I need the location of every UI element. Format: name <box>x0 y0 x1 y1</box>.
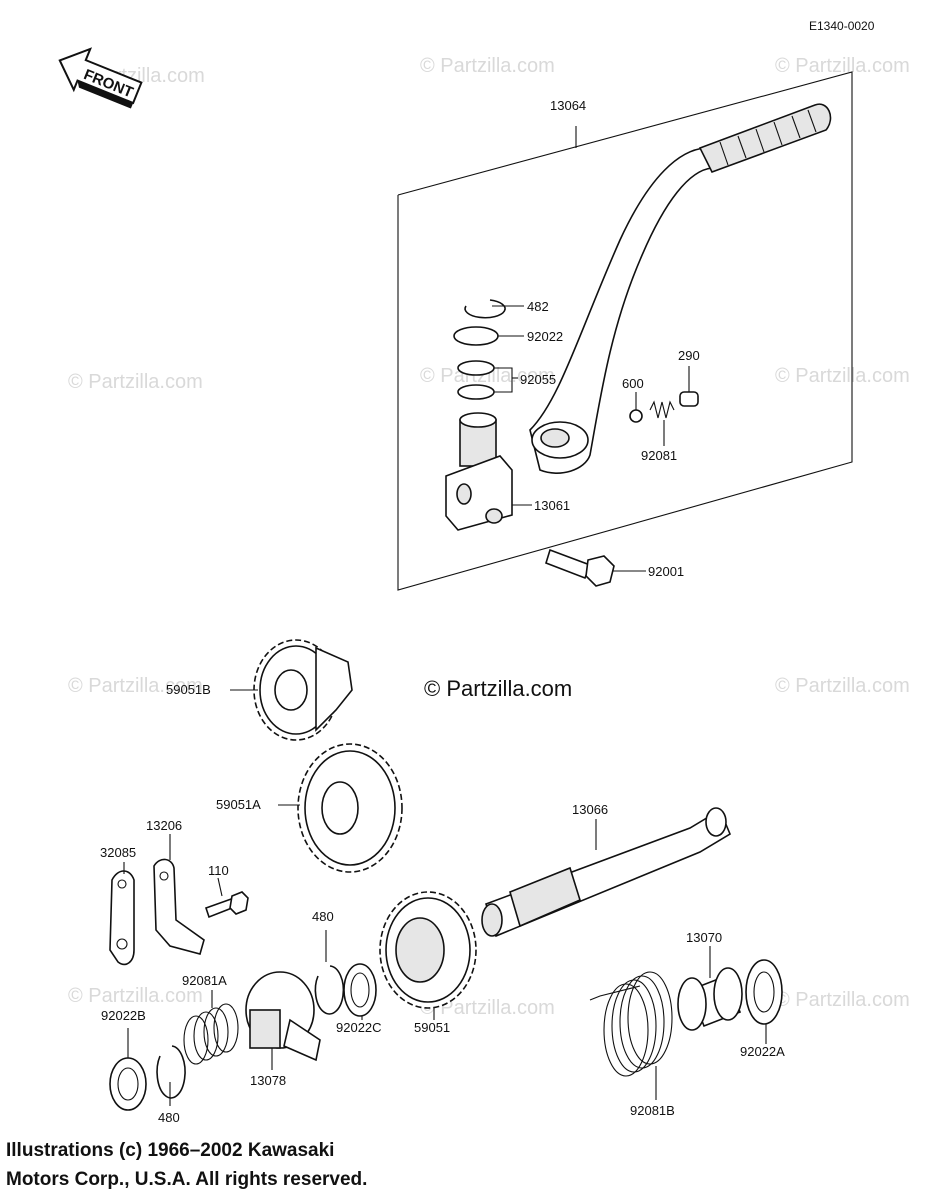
spring-92081a <box>183 1003 239 1065</box>
part-label: 92001 <box>648 564 684 579</box>
watermark: © Partzilla.com <box>420 365 555 387</box>
kick-pedal-assembly <box>397 71 853 591</box>
washer-92022c <box>343 963 377 1017</box>
leader-lines-top <box>492 126 690 572</box>
washer-92022a <box>745 959 783 1025</box>
o-ring-92055-b <box>457 384 495 400</box>
pedal-grip <box>698 103 832 173</box>
watermark: © Partzilla.com <box>775 675 910 697</box>
bolt-92001 <box>545 548 615 587</box>
ratchet-13078 <box>245 971 321 1062</box>
spring-92081b <box>589 971 673 1077</box>
circlip-480-lower <box>156 1045 186 1099</box>
part-label: 13064 <box>550 98 586 113</box>
part-label: 92022B <box>101 1008 146 1023</box>
gear-59051b <box>253 639 353 741</box>
part-label: 13061 <box>534 498 570 513</box>
part-labels-top: 13064 482 92022 92055 290 600 92081 1306… <box>520 98 700 579</box>
reference-code: E1340-0020 <box>809 19 875 33</box>
part-label: 13070 <box>686 930 722 945</box>
watermark: © Partzilla.com <box>775 989 910 1011</box>
part-label: 92022 <box>527 329 563 344</box>
bolt-110 <box>204 891 249 919</box>
part-label: 59051 <box>414 1020 450 1035</box>
part-label: 482 <box>527 299 549 314</box>
kick-shaft-gears <box>109 639 783 1111</box>
part-label: 92081A <box>182 973 227 988</box>
watermarks: © Partzilla.com © Partzilla.com © Partzi… <box>68 55 910 1019</box>
leader-lines-bottom <box>123 689 767 1106</box>
kick-shaft-13066 <box>481 807 732 938</box>
washer-92022-top <box>453 326 499 346</box>
kick-shaft-joint <box>445 412 513 531</box>
part-label: 92081 <box>641 448 677 463</box>
part-label: 13206 <box>146 818 182 833</box>
o-ring-92055-a <box>457 360 495 376</box>
plate-32085 <box>109 870 135 966</box>
collar-13070 <box>677 967 743 1031</box>
part-label: 290 <box>678 348 700 363</box>
copyright-notice: Illustrations (c) 1966–2002 Kawasaki Mot… <box>6 1136 367 1194</box>
copyright-line-1: Illustrations (c) 1966–2002 Kawasaki <box>6 1140 335 1161</box>
pin-290 <box>679 391 699 407</box>
part-label: 92081B <box>630 1103 675 1118</box>
kick-pedal-arm <box>529 147 714 474</box>
watermark: © Partzilla.com <box>68 675 203 697</box>
circlip-480-upper <box>314 965 345 1015</box>
gear-59051 <box>379 891 477 1009</box>
washer-92022b <box>109 1057 147 1111</box>
part-label: 59051B <box>166 682 211 697</box>
watermark: © Partzilla.com <box>775 55 910 77</box>
part-label: 92022A <box>740 1044 785 1059</box>
part-label: 92055 <box>520 372 556 387</box>
ball-600 <box>629 409 643 423</box>
part-label: 13078 <box>250 1073 286 1088</box>
part-label: 92022C <box>336 1020 382 1035</box>
lever-13206 <box>153 858 205 955</box>
part-label: 480 <box>312 909 334 924</box>
copyright-line-2: Motors Corp., U.S.A. All rights reserved… <box>6 1169 368 1190</box>
watermark: © Partzilla.com <box>68 371 203 393</box>
part-label: 13066 <box>572 802 608 817</box>
watermark: © Partzilla.com <box>420 997 555 1019</box>
watermark: © Partzilla.com <box>775 365 910 387</box>
part-label: 600 <box>622 376 644 391</box>
part-labels-bottom: 59051B 59051A 13066 32085 13206 110 480 … <box>100 682 785 1125</box>
spring-92081 <box>649 400 675 419</box>
circlip-482 <box>464 299 506 319</box>
part-label: 110 <box>208 863 229 878</box>
part-label: 480 <box>158 1110 180 1125</box>
part-label: 59051A <box>216 797 261 812</box>
watermark: © Partzilla.com <box>420 55 555 77</box>
watermark-center: © Partzilla.com <box>424 676 572 701</box>
gear-59051a <box>297 743 403 873</box>
watermark: © Partzilla.com <box>68 985 203 1007</box>
part-label: 32085 <box>100 845 136 860</box>
